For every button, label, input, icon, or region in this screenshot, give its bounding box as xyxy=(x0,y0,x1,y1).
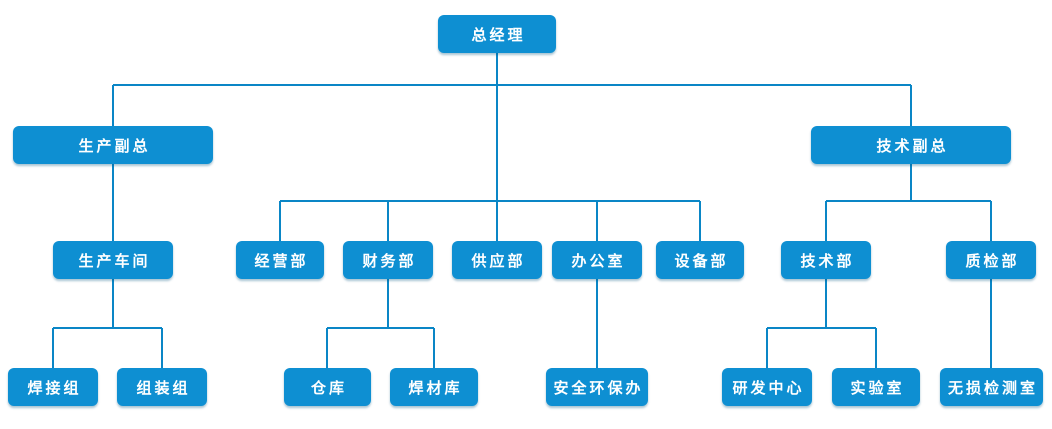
org-node-general-manager: 总经理 xyxy=(438,15,556,53)
org-node-production-workshop: 生产车间 xyxy=(53,241,173,279)
org-node-laboratory: 实验室 xyxy=(832,368,920,406)
org-node-safety-environmental-office: 安全环保办 xyxy=(546,368,648,406)
org-node-technical-vp: 技术副总 xyxy=(811,126,1011,164)
org-node-welding-material-warehouse: 焊材库 xyxy=(390,368,478,406)
org-node-business-dept: 经营部 xyxy=(236,241,324,279)
org-node-warehouse: 仓库 xyxy=(284,368,371,406)
org-node-supply-dept: 供应部 xyxy=(452,241,542,279)
org-node-equipment-dept: 设备部 xyxy=(656,241,744,279)
org-node-technology-dept: 技术部 xyxy=(781,241,871,279)
org-node-office: 办公室 xyxy=(552,241,642,279)
org-node-ndt-room: 无损检测室 xyxy=(940,368,1043,406)
org-node-rd-center: 研发中心 xyxy=(722,368,812,406)
org-node-finance-dept: 财务部 xyxy=(343,241,433,279)
org-node-production-vp: 生产副总 xyxy=(13,126,213,164)
org-node-quality-inspection-dept: 质检部 xyxy=(946,241,1036,279)
org-node-assembly-group: 组装组 xyxy=(117,368,207,406)
org-node-welding-group: 焊接组 xyxy=(8,368,98,406)
